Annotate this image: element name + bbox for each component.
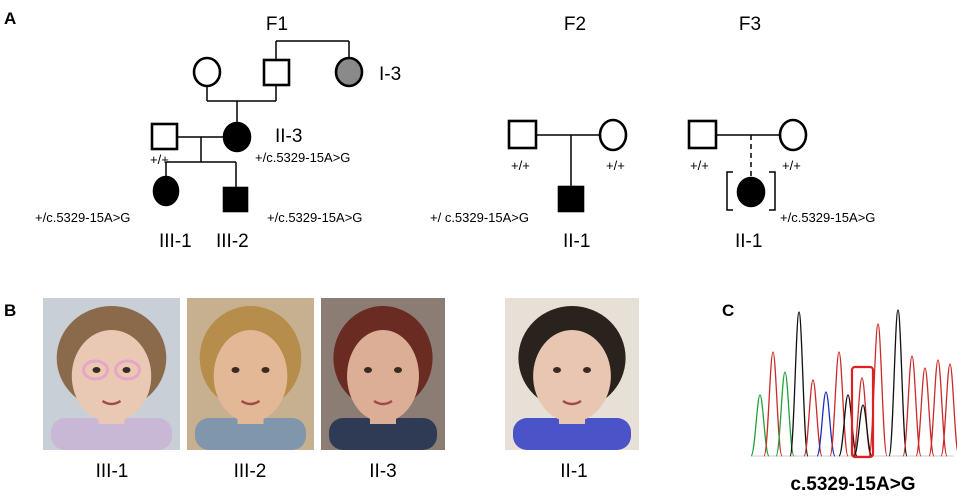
glasses-icon	[82, 359, 109, 381]
f3-child-label: II-1	[735, 231, 762, 252]
patient-photos: III-1 III-2 II-3 II-1	[43, 298, 639, 482]
f3-father-symbol	[687, 119, 718, 150]
photo-eye	[364, 367, 372, 373]
f2-mother-genotype: +/+	[606, 158, 625, 173]
chromatogram-peak	[803, 379, 823, 457]
f1-i2-male-symbol	[262, 58, 291, 87]
f1-ii3-genotype: +/c.5329-15A>G	[255, 150, 350, 165]
f3-child-affected-symbol	[736, 176, 766, 208]
photo-eye	[394, 367, 402, 373]
f1-i1-female-symbol	[192, 56, 222, 88]
panel-a-label: A	[4, 9, 16, 28]
photo: II-3	[321, 298, 445, 482]
photo-mouth	[240, 399, 261, 406]
f2-father-symbol	[507, 119, 538, 150]
chromatogram-peak	[838, 394, 858, 457]
photo: III-1	[43, 298, 180, 482]
variant-highlight-box	[850, 365, 875, 459]
f2-father-genotype: +/+	[511, 158, 530, 173]
photo-label: II-3	[369, 461, 396, 482]
f1-ii3-label: II-3	[275, 126, 302, 147]
f3-mother-genotype: +/+	[782, 158, 801, 173]
photo-eye	[553, 367, 561, 373]
f1-iii2-label: III-2	[216, 231, 249, 252]
adoption-bracket-left	[726, 171, 733, 211]
panel-c-label: C	[722, 301, 734, 320]
f3-mother-symbol	[778, 118, 808, 152]
photo-mouth	[373, 399, 393, 406]
photo-eye	[583, 367, 591, 373]
photo-face	[213, 330, 288, 422]
chromatogram-peak	[775, 371, 795, 457]
f1-ii3-female-affected-symbol	[222, 121, 252, 153]
photo-face	[533, 330, 611, 422]
sequence-chromatogram	[750, 309, 957, 457]
f1-iii2-male-affected-symbol	[222, 186, 249, 213]
photo-label: III-2	[234, 461, 267, 482]
photo-clothing	[195, 418, 306, 450]
glasses-icon	[114, 359, 141, 381]
f2-child-affected-symbol	[557, 185, 585, 213]
f1-title: F1	[266, 14, 288, 35]
chromatogram-peak	[940, 363, 957, 457]
photo-mouth	[562, 399, 582, 406]
photo-eye	[122, 367, 131, 373]
chromatogram-peak	[763, 351, 783, 457]
photo-clothing	[513, 418, 631, 450]
f1-i3-female-symbol	[334, 56, 364, 88]
chromatogram-peak	[789, 311, 809, 457]
photo-mouth	[101, 399, 122, 406]
chromatogram-peak	[853, 404, 873, 457]
photo-label: II-1	[560, 461, 587, 482]
photo-eye	[92, 367, 101, 373]
f3-child-genotype: +/c.5329-15A>G	[780, 210, 875, 225]
photo-face	[71, 330, 152, 422]
f3-title: F3	[739, 14, 761, 35]
chromatogram-peak	[888, 309, 908, 457]
f2-child-label: II-1	[563, 231, 590, 252]
f1-iii1-female-affected-symbol	[152, 175, 180, 207]
photo: II-1	[505, 298, 639, 482]
f1-iii1-label: III-1	[159, 231, 192, 252]
panel-b-label: B	[4, 301, 16, 320]
f1-i3-label: I-3	[379, 64, 401, 85]
chromatogram-peak	[902, 355, 922, 457]
f1-iii1-genotype: +/c.5329-15A>G	[35, 210, 130, 225]
f1-ii2-male-symbol	[150, 122, 179, 151]
f2-title: F2	[564, 14, 586, 35]
chromatogram-peak	[868, 323, 888, 457]
photo-clothing	[51, 418, 172, 450]
chromatogram-peak	[829, 351, 849, 457]
photo: III-2	[187, 298, 314, 482]
photo-face	[347, 330, 419, 422]
photo-clothing	[329, 418, 437, 450]
variant-caption: c.5329-15A>G	[790, 474, 915, 495]
photo-label: III-1	[96, 461, 129, 482]
f2-mother-symbol	[598, 118, 628, 152]
f3-father-genotype: +/+	[690, 158, 709, 173]
photo-eye	[231, 367, 240, 373]
adoption-bracket-right	[769, 171, 776, 211]
f2-child-genotype: +/ c.5329-15A>G	[430, 210, 529, 225]
f1-father-genotype: +/+	[150, 152, 169, 167]
f1-iii2-genotype: +/c.5329-15A>G	[267, 210, 362, 225]
chromatogram-peak	[915, 367, 935, 457]
photo-eye	[261, 367, 270, 373]
